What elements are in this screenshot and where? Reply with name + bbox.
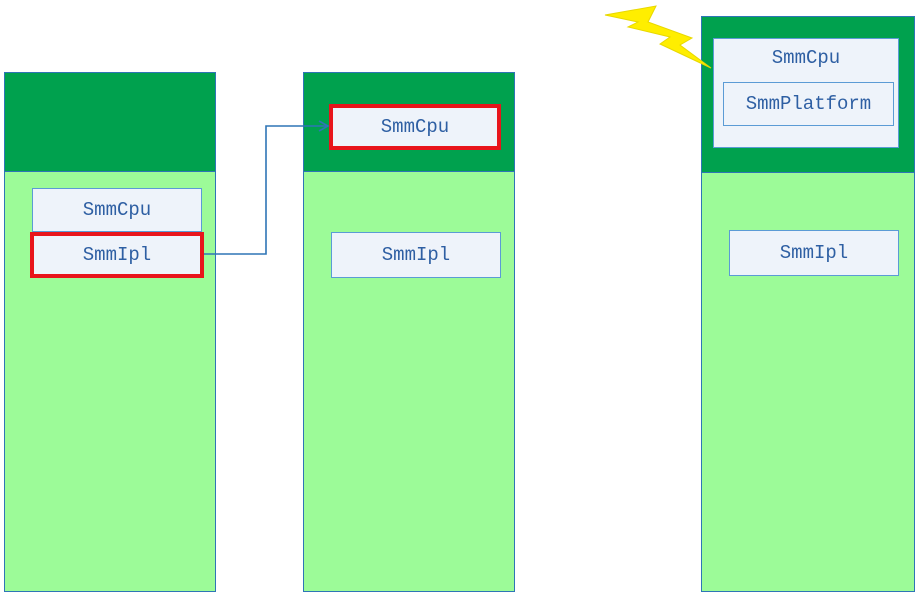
column-1-smmipl-module: SmmIpl: [30, 232, 204, 278]
column-1-header: [5, 73, 215, 172]
arrow-right-icon: [204, 120, 330, 255]
module-label: SmmCpu: [380, 116, 450, 138]
module-label: SmmPlatform: [745, 93, 872, 115]
lightning-bolt-icon: [604, 5, 712, 69]
module-label: SmmIpl: [381, 244, 451, 266]
module-label: SmmCpu: [82, 199, 152, 221]
column-1: [4, 72, 216, 592]
column-3-smmplatform-module: SmmPlatform: [723, 82, 894, 126]
module-label: SmmCpu: [771, 47, 841, 69]
column-3-smmipl-module: SmmIpl: [729, 230, 899, 276]
column-2-smmipl-module: SmmIpl: [331, 232, 501, 278]
module-label: SmmIpl: [779, 242, 849, 264]
column-2-smmcpu-module: SmmCpu: [329, 104, 501, 150]
module-label: SmmIpl: [82, 244, 152, 266]
column-1-smmcpu-module: SmmCpu: [32, 188, 202, 232]
